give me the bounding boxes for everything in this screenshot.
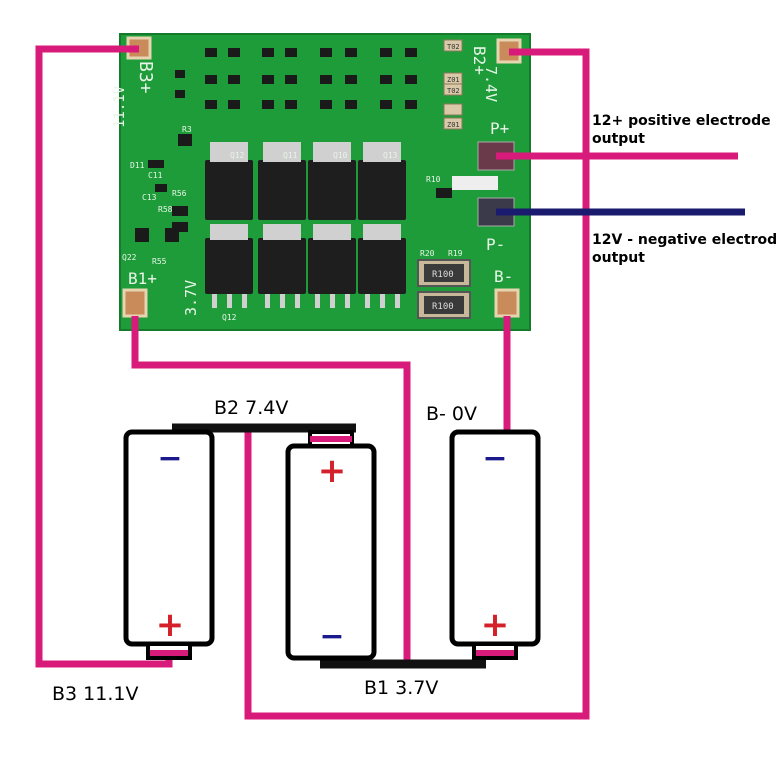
silk-r55: R55 (152, 257, 167, 266)
negative-output-label-1: 12V - negative electrode (592, 232, 777, 248)
battery-cell-1: − + (123, 429, 215, 660)
mosfet-label-top-3: Q10 (333, 151, 348, 160)
battery-2-bottom-sign: − (319, 619, 344, 654)
silk-q22: Q22 (122, 253, 137, 262)
mosfet-row-top (205, 142, 406, 220)
silk-b2-plus: B2+ (470, 46, 489, 75)
silk-v74: 7.4V (482, 66, 500, 102)
battery-cell-2: + − (285, 430, 377, 661)
chip-code-2: Z01 (447, 76, 460, 84)
resistor-code-1: R100 (432, 270, 454, 280)
positive-output-label-2: output (592, 131, 645, 147)
silk-r19: R19 (448, 249, 463, 258)
silk-d11: D11 (130, 161, 145, 170)
chip-code-3: T02 (447, 87, 460, 95)
wires-positive (35, 45, 738, 720)
battery-1-bottom-sign: + (156, 605, 185, 645)
negative-output-label-2: output (592, 250, 645, 266)
sense-resistors (417, 259, 471, 319)
b2-voltage-label: B2 7.4V (214, 397, 288, 419)
silk-r10: R10 (426, 175, 441, 184)
bms-pcb-board: B3+ B2+ B1+ B- P+ P- 11.1V 7.4V 3.7V R10… (112, 33, 531, 331)
resistor-code-2: R100 (432, 302, 454, 312)
battery-3-top-sign: − (482, 441, 507, 476)
positive-output-label-1: 12+ positive electrode (592, 113, 771, 129)
silk-b-minus: B- (494, 267, 513, 286)
silk-r3: R3 (182, 125, 192, 134)
silk-p-plus: P+ (490, 119, 509, 138)
silk-v11: 11.1V (112, 85, 128, 128)
chip-code-4: Z01 (447, 121, 460, 129)
b3-voltage-label: B3 11.1V (52, 683, 138, 705)
battery-cell-3: − + (449, 429, 541, 660)
mosfet-label-bottom-1: Q12 (222, 313, 237, 322)
mosfet-label-top-4: Q13 (383, 151, 398, 160)
silk-b1-plus: B1+ (128, 269, 157, 288)
silk-c11: C11 (148, 171, 163, 180)
chip-code-1: T02 (447, 43, 460, 51)
silk-b3-plus: B3+ (135, 61, 156, 94)
battery-3-bottom-sign: + (481, 605, 510, 645)
silk-c13: C13 (142, 193, 157, 202)
wire-b1 (131, 316, 411, 662)
mosfet-label-top-2: Q11 (283, 151, 298, 160)
mosfet-label-top-1: Q12 (230, 151, 245, 160)
mosfet-row-bottom (205, 224, 406, 308)
wire-b2 (244, 48, 590, 720)
b-minus-voltage-label: B- 0V (426, 403, 477, 425)
silk-p-minus: P- (486, 235, 505, 254)
silk-r20: R20 (420, 249, 435, 258)
battery-2-top-sign: + (318, 451, 347, 491)
battery-1-top-sign: − (157, 441, 182, 476)
b1-voltage-label: B1 3.7V (364, 677, 438, 699)
silk-r56: R56 (172, 189, 187, 198)
silk-r58: R58 (158, 205, 173, 214)
silk-v37: 3.7V (182, 280, 200, 316)
